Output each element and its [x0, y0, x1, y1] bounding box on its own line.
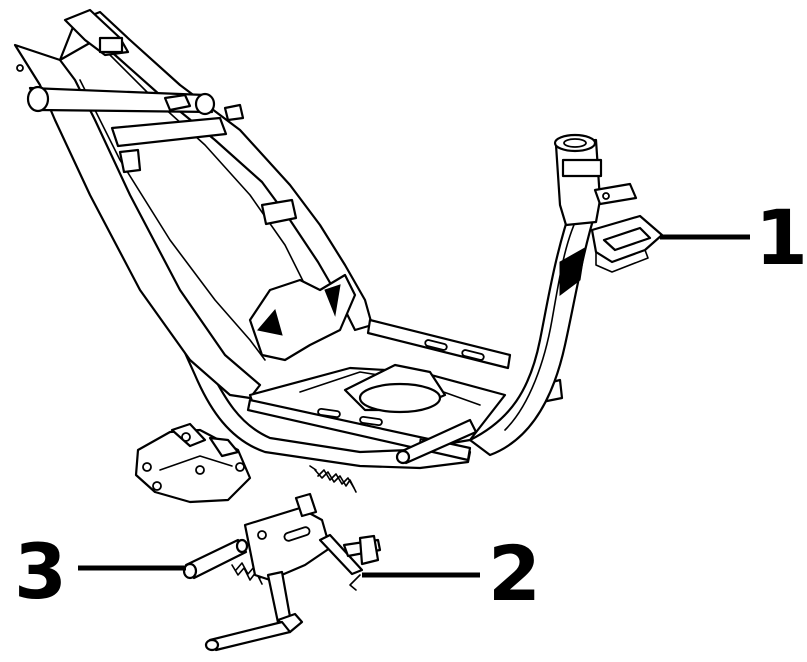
mount-tab: [223, 103, 245, 122]
engine-mount-bracket: [134, 422, 252, 504]
mount-tab: [260, 198, 298, 226]
callout-1-label: 1: [755, 193, 807, 282]
mid-cross-tube: [110, 116, 228, 148]
callout-3-label: 3: [14, 527, 67, 616]
mount-tab: [163, 93, 192, 112]
callout-2-label: 2: [488, 529, 541, 618]
stand-spring-upper: [309, 465, 357, 493]
part-3-pivot-pin: [182, 538, 249, 580]
scooter-frame: [13, 8, 664, 470]
front-down-tube: [468, 203, 598, 457]
head-tube: [554, 138, 602, 227]
frame-inner-rail: [79, 79, 266, 361]
head-tube-bracket-upper: [593, 182, 638, 206]
mount-tab: [118, 148, 142, 174]
part-2-center-stand: [204, 492, 382, 652]
part-1-front-bracket: [559, 214, 664, 296]
